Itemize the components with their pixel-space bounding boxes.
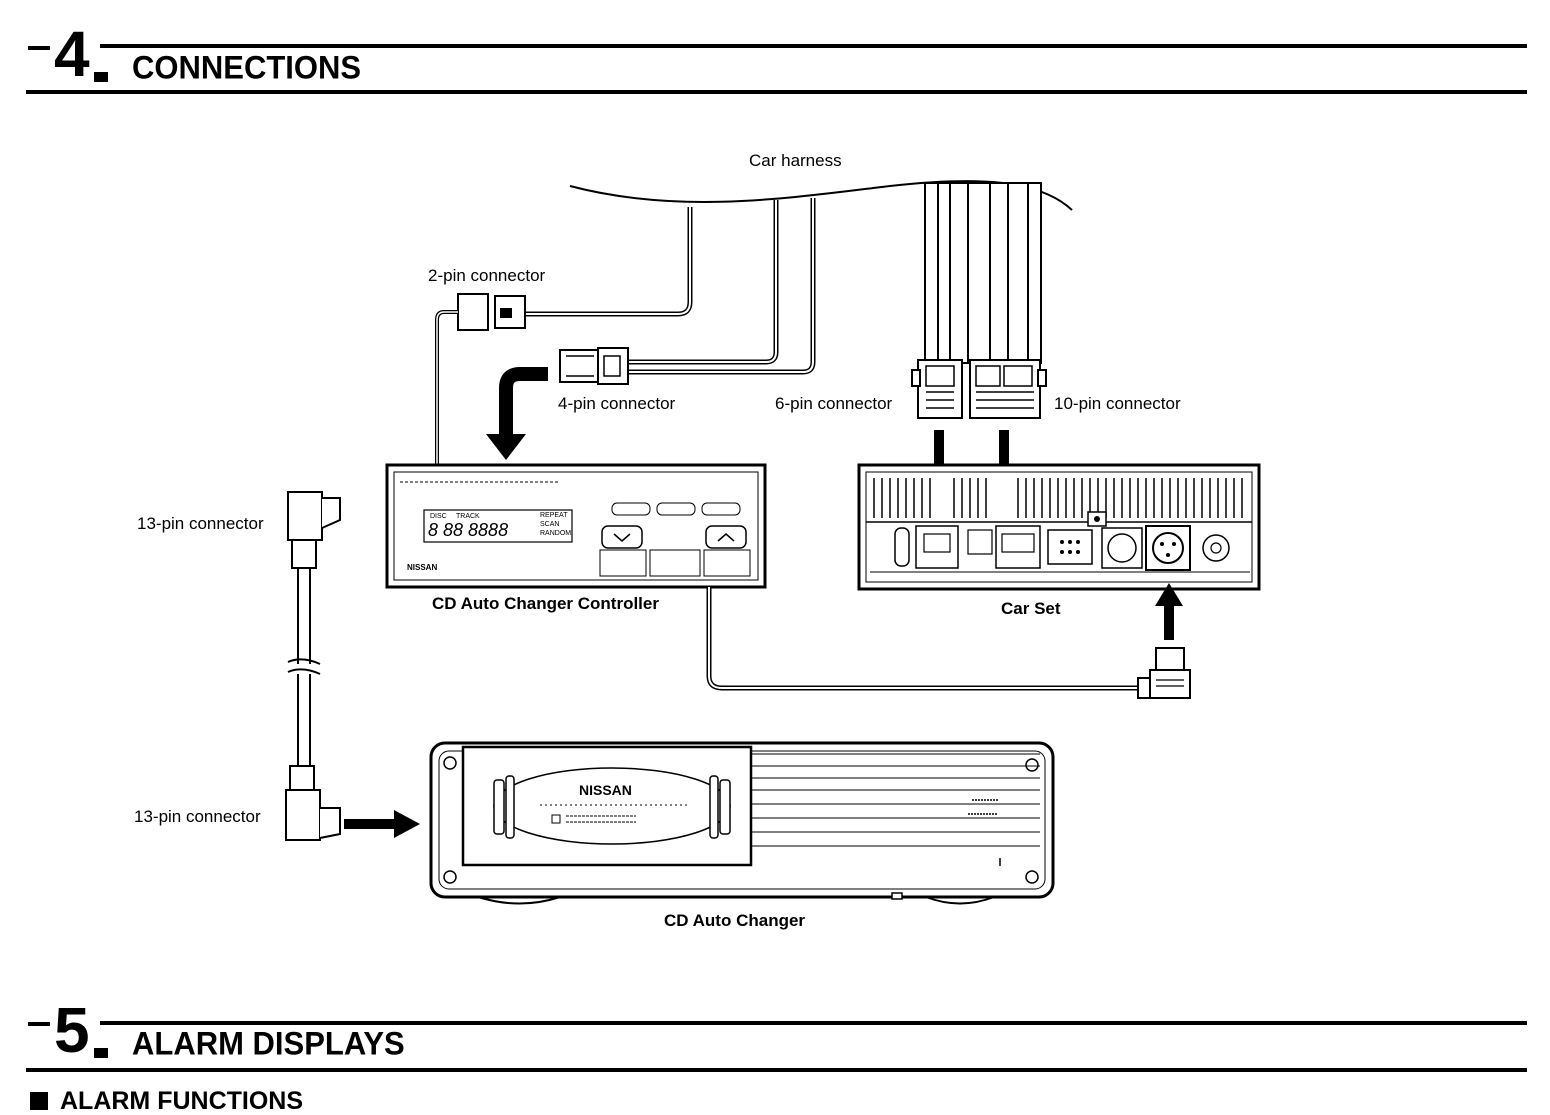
section4-number: 4	[54, 18, 90, 90]
section5-dash	[28, 1022, 50, 1026]
pin6-label: 6-pin connector	[775, 394, 893, 413]
car-harness: Car harness	[525, 151, 1073, 375]
controller-to-carset-cable	[706, 587, 1191, 699]
four-pin-connector: 4-pin connector	[558, 347, 676, 413]
ctrl-track-label: TRACK	[456, 513, 480, 520]
section4-rule-bottom	[26, 90, 1527, 94]
changer-brand: NISSAN	[579, 782, 632, 798]
car-set: Car Set	[857, 463, 1261, 640]
section5-rule-bottom	[26, 1068, 1527, 1072]
section4-num-bar	[94, 72, 108, 82]
ctrl-brand: NISSAN	[407, 563, 437, 572]
pin10-label: 10-pin connector	[1054, 394, 1181, 413]
cd-changer-controller: DISC TRACK 8 88 8888 REPEAT SCAN RANDOM …	[385, 463, 767, 613]
thirteen-pin-cable: 13-pin connector 13-pin connector	[134, 491, 420, 841]
pin2-label: 2-pin connector	[428, 266, 546, 285]
section4-title: CONNECTIONS	[132, 49, 362, 86]
ctrl-mode-random: RANDOM	[540, 530, 571, 537]
section5-num-bar	[94, 1048, 108, 1058]
ctrl-disc-label: DISC	[430, 513, 447, 520]
ctrl-mode-scan: SCAN	[540, 521, 559, 528]
bullet-square-icon	[30, 1092, 48, 1110]
ctrl-mode-repeat: REPEAT	[540, 512, 568, 519]
changer-caption: CD Auto Changer	[664, 911, 805, 930]
six-pin-connector: 6-pin connector	[775, 359, 963, 419]
alarm-functions-heading: ALARM FUNCTIONS	[30, 1088, 303, 1114]
section5-rule-top	[100, 1021, 1527, 1025]
section4-dash	[28, 46, 50, 50]
section5-number: 5	[54, 994, 90, 1066]
car-harness-label: Car harness	[749, 151, 842, 170]
pin4-label: 4-pin connector	[558, 394, 676, 413]
controller-caption: CD Auto Changer Controller	[432, 594, 659, 613]
ten-pin-connector: 10-pin connector	[969, 359, 1181, 419]
pin13-bottom-label: 13-pin connector	[134, 807, 261, 826]
pin13-top-label: 13-pin connector	[137, 514, 264, 533]
ctrl-display-digits: 8 88 8888	[428, 520, 508, 540]
section5-title: ALARM DISPLAYS	[132, 1025, 405, 1062]
arrow-to-controller	[486, 367, 548, 460]
section4-rule-top	[100, 44, 1527, 48]
car-set-caption: Car Set	[1001, 599, 1061, 618]
cd-auto-changer: NISSAN CD Auto Changer	[429, 741, 1055, 930]
two-pin-connector: 2-pin connector	[428, 266, 546, 466]
alarm-functions-text: ALARM FUNCTIONS	[60, 1087, 304, 1115]
